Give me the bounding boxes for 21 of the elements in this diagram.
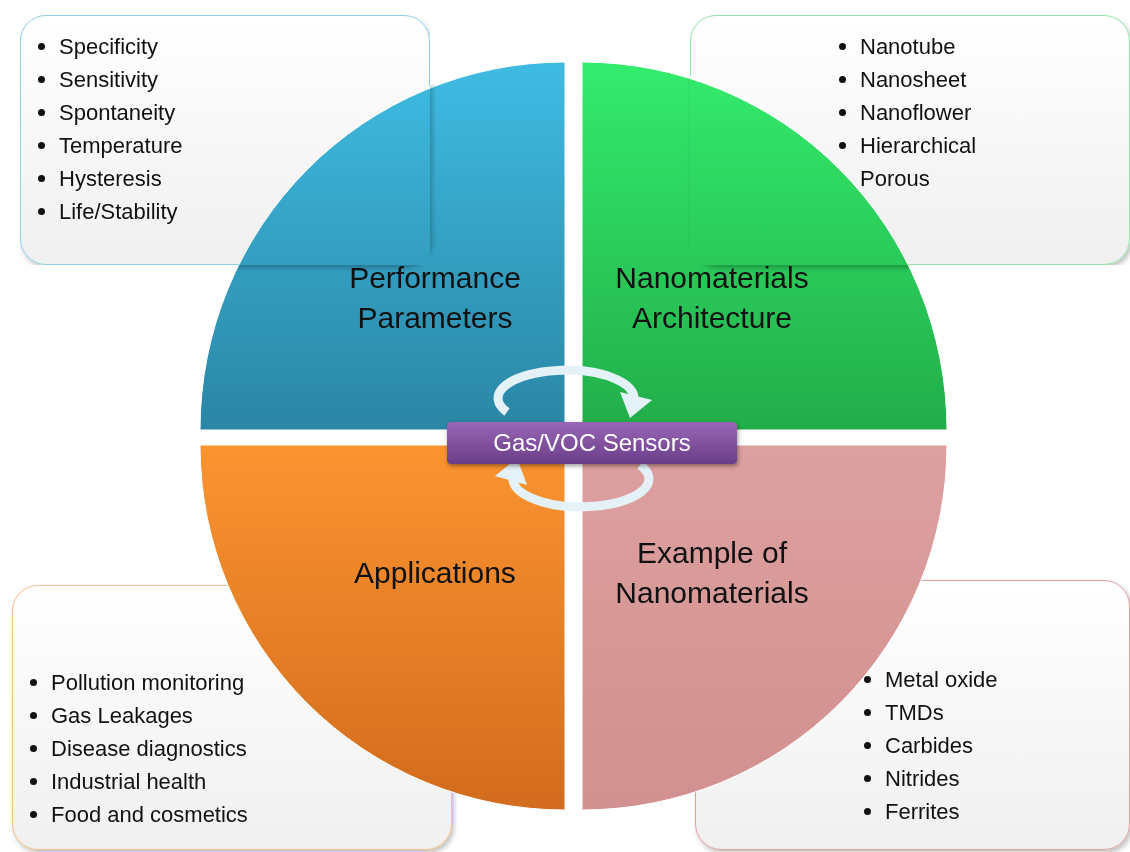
bullet-item: Ferrites [861, 795, 1129, 828]
center-label-box: Gas/VOC Sensors [447, 422, 737, 464]
bullet-item: Specificity [35, 30, 429, 63]
bullet-item: Food and cosmetics [27, 798, 451, 831]
bullet-item: Nanotube [836, 30, 1010, 63]
bullet-item: Hysteresis [35, 162, 429, 195]
bullet-item: Temperature [35, 129, 429, 162]
bullet-item: Carbides [861, 729, 1129, 762]
quadrant-label: Performance Parameters [348, 260, 522, 336]
quadrant-label: Example of Nanomaterials [614, 535, 810, 611]
quadrant-label: Applications [353, 555, 517, 591]
bullet-item: Life/Stability [35, 195, 429, 228]
bullet-item: Sensitivity [35, 63, 429, 96]
bullet-item: Hierarchical Porous [836, 129, 1010, 195]
bullet-item: Metal oxide [861, 663, 1129, 696]
bullet-item: TMDs [861, 696, 1129, 729]
quadrant-label: Nanomaterials Architecture [614, 260, 810, 336]
bullet-item: Nanoflower [836, 96, 1010, 129]
bullet-item: Nitrides [861, 762, 1129, 795]
bullet-item: Nanosheet [836, 63, 1010, 96]
bullet-item: Spontaneity [35, 96, 429, 129]
